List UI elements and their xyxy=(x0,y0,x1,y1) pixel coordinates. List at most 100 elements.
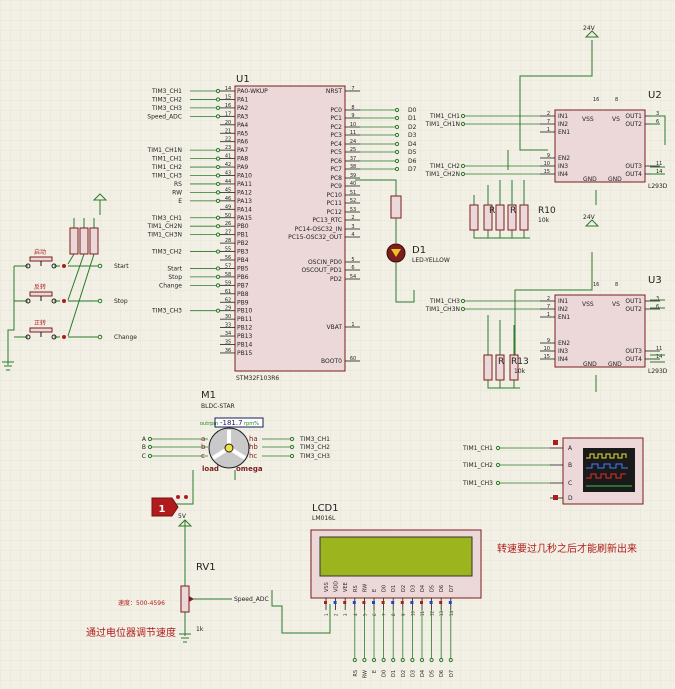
resistor[interactable] xyxy=(509,354,519,381)
resistor[interactable] xyxy=(483,204,493,231)
lcd-lm016l[interactable]: LCD1 LM016L VSS1VDD2VEE3RS4RSRW5RWE6ED07… xyxy=(310,503,482,678)
potentiometer-rv1[interactable]: RV1 1k Speed_ADC 速度：500-4596 xyxy=(118,519,331,643)
lcd-pin-e[interactable]: E6E xyxy=(371,589,378,673)
mcu-body[interactable] xyxy=(234,85,346,372)
resistor[interactable] xyxy=(507,204,517,231)
mcu-pin-name: PC5 xyxy=(330,149,342,156)
resistor[interactable] xyxy=(483,354,493,381)
resistor[interactable] xyxy=(495,354,505,381)
terminal-1[interactable]: 1 5V xyxy=(151,495,188,520)
resistor[interactable] xyxy=(495,204,505,231)
mcu-pin-number: 16 xyxy=(225,103,231,109)
led-d1[interactable]: D1 LED-YELLOW xyxy=(355,179,450,303)
resistor[interactable] xyxy=(469,204,479,231)
resistor[interactable] xyxy=(519,204,529,231)
